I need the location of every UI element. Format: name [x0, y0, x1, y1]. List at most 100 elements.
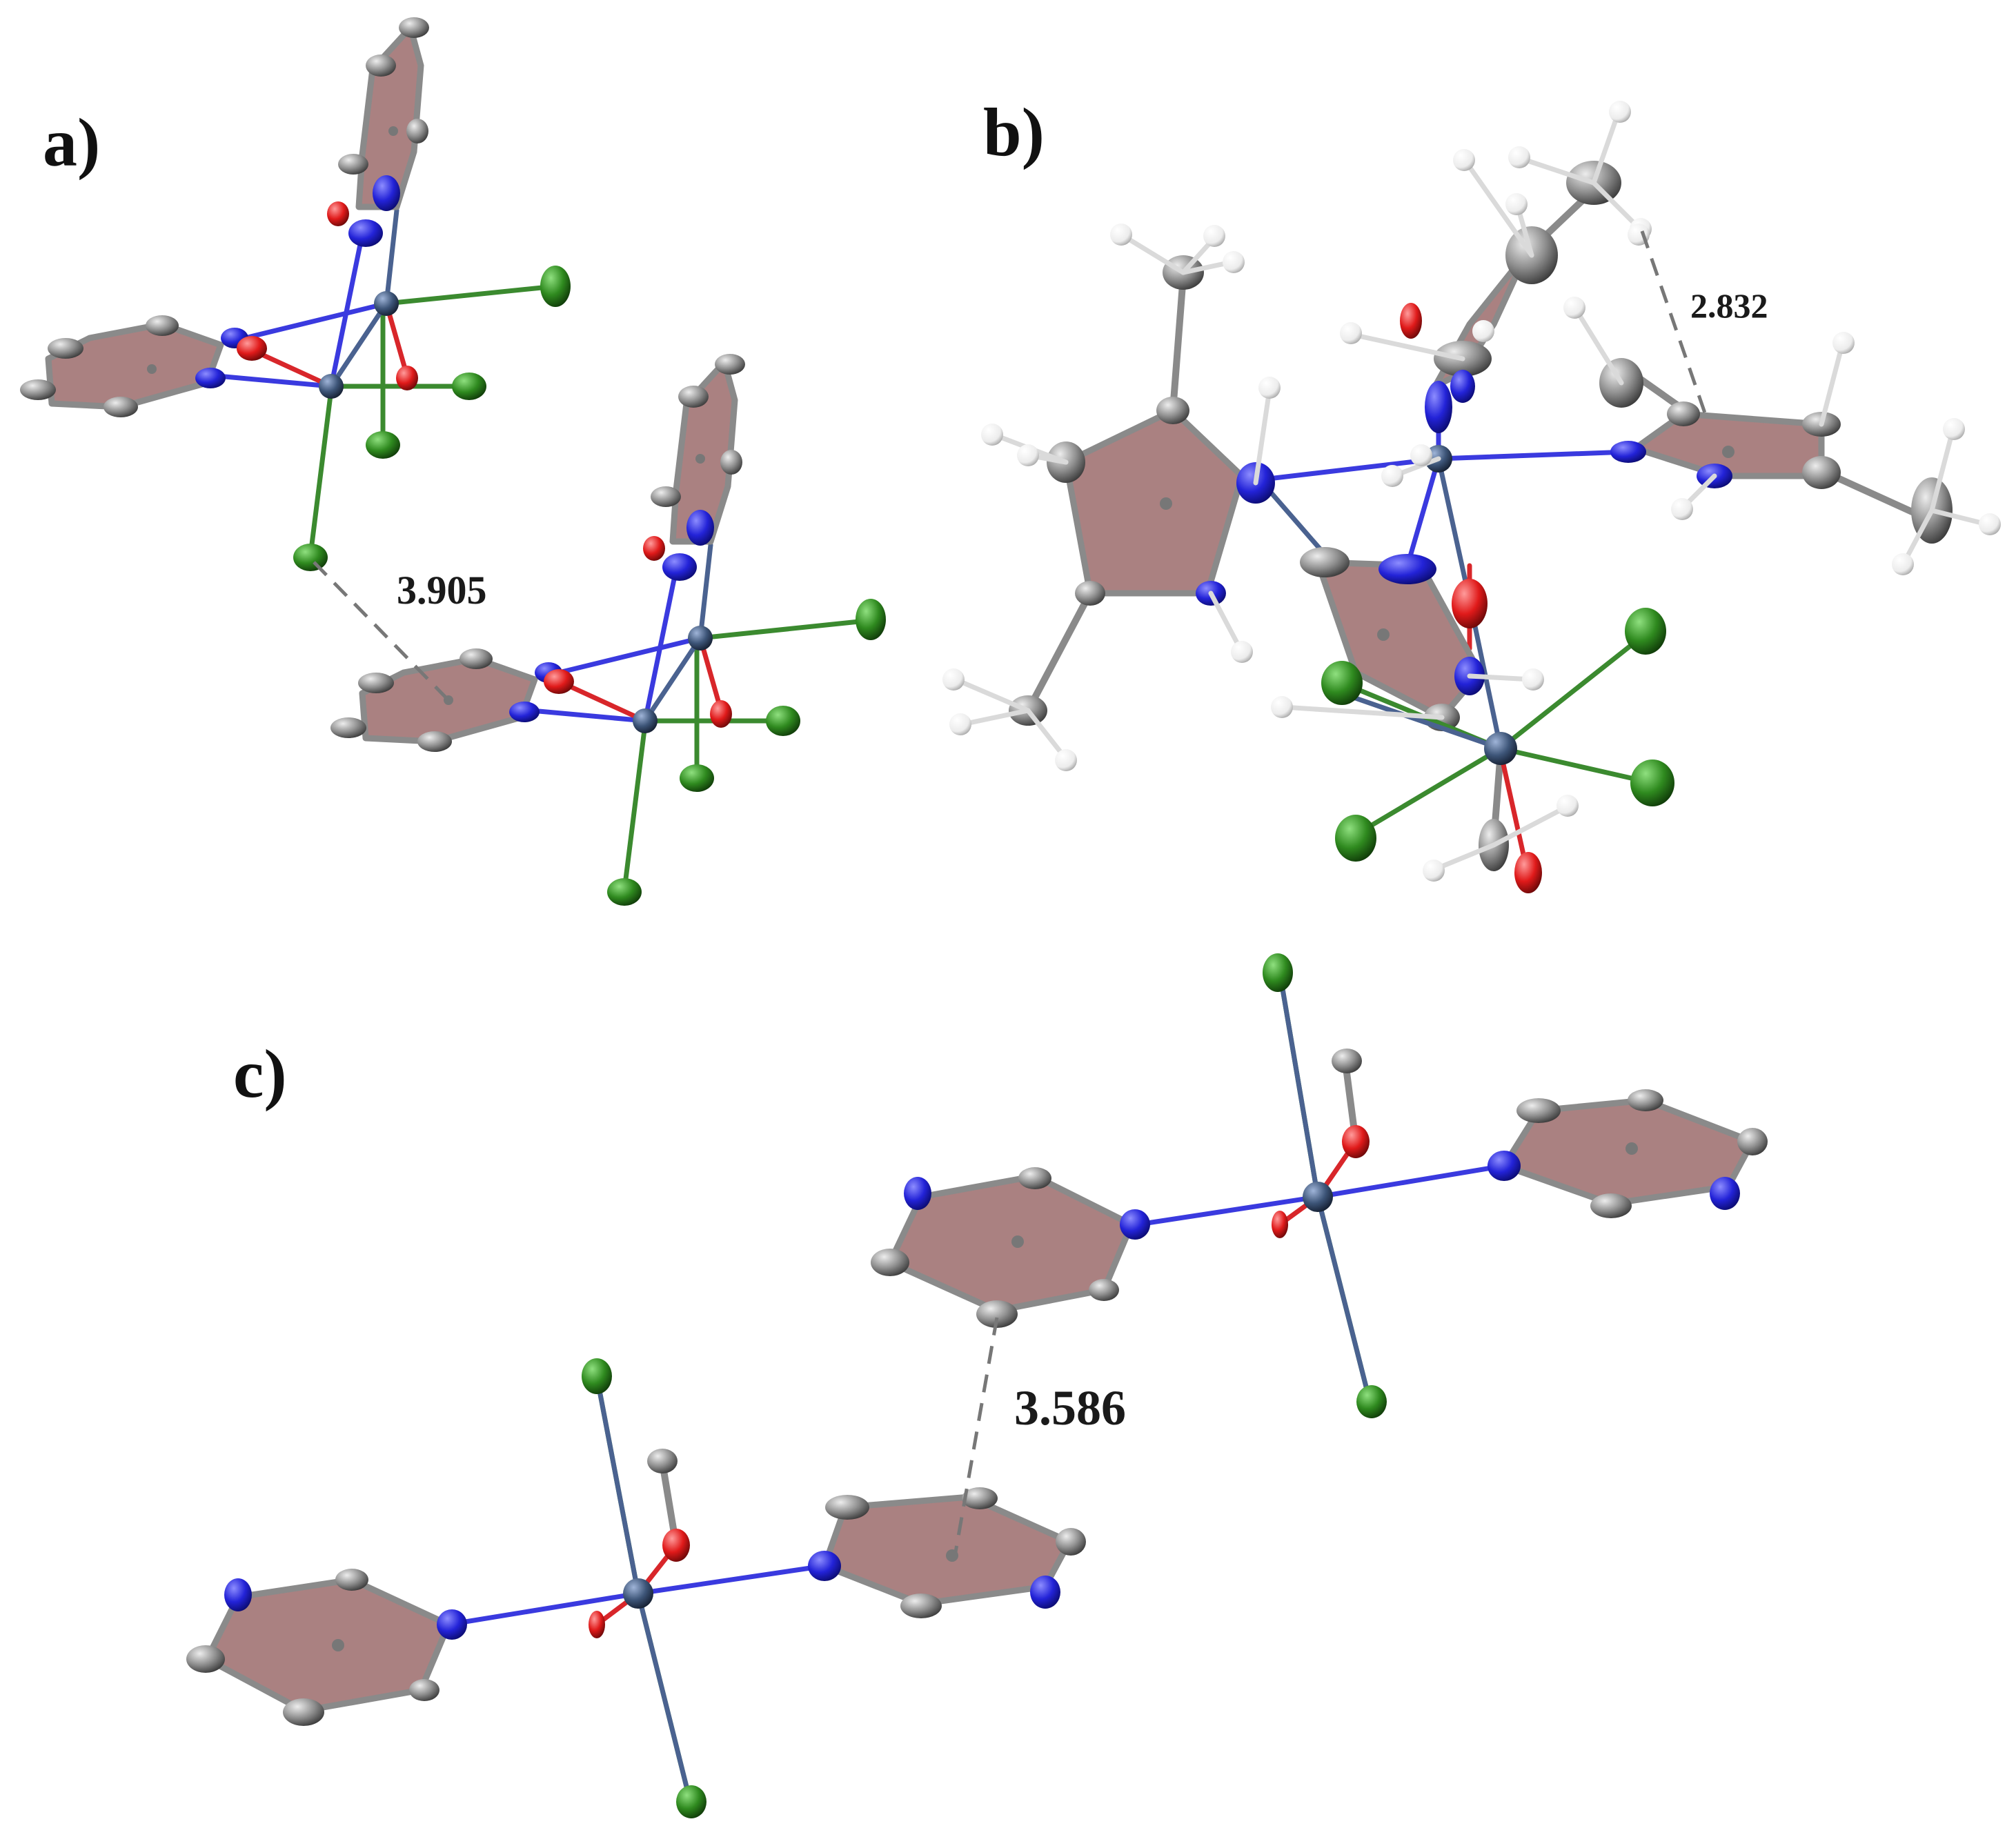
metal-atom: [688, 626, 713, 651]
hydrogen-atom: [1508, 146, 1530, 168]
carbon-atom: [1018, 1167, 1051, 1189]
nitrogen-atom: [1610, 441, 1646, 463]
nitrogen-atom: [1710, 1177, 1740, 1210]
metal-atom: [1484, 732, 1517, 765]
chlorine-atom: [452, 373, 486, 400]
panel-c-molecule-lower: [186, 1358, 1086, 1818]
oxygen-atom: [1400, 303, 1422, 339]
carbon-atom: [1156, 397, 1189, 424]
ring-centroid: [1377, 628, 1390, 641]
chlorine-atom: [680, 764, 714, 792]
metal-atom: [319, 374, 344, 399]
hydrogen-atom: [1223, 251, 1245, 273]
nitrogen-atom: [1450, 370, 1475, 403]
carbon-atom: [417, 731, 452, 752]
hydrogen-atom: [1563, 297, 1585, 319]
carbon-atom: [103, 397, 138, 417]
nitrogen-atom: [509, 702, 540, 722]
bond: [698, 635, 724, 713]
carbon-atom: [651, 486, 681, 507]
hydrogen-atom: [949, 713, 971, 735]
hydrogen-atom: [1231, 641, 1253, 663]
hydrogen-atom: [1271, 696, 1293, 718]
bond: [1118, 232, 1186, 275]
bond: [1260, 456, 1441, 482]
bond: [698, 542, 713, 641]
hydrogen-atom: [1472, 320, 1494, 342]
carbon-atom: [1332, 1049, 1362, 1073]
bond: [635, 1563, 827, 1596]
hydrogen-atom: [1979, 513, 2001, 535]
pyrazole-ring: [1063, 407, 1245, 597]
bond: [384, 208, 399, 306]
carbon-atom: [409, 1679, 439, 1701]
panel-c-distance: 3.586: [1014, 1380, 1126, 1436]
bond: [1405, 456, 1441, 568]
bond: [1819, 342, 1845, 427]
bond: [1353, 746, 1503, 837]
pyrazole-ring: [1632, 410, 1825, 479]
bond: [308, 387, 334, 558]
oxygen-atom: [662, 1529, 690, 1562]
bond: [1491, 804, 1569, 848]
carbon-atom: [459, 648, 493, 669]
carbon-atom: [1667, 401, 1700, 426]
carbon-atom: [962, 1487, 998, 1509]
carbon-atom: [1075, 581, 1105, 606]
hydrogen-atom: [1557, 795, 1579, 817]
bond: [1281, 704, 1445, 720]
bond: [1591, 111, 1621, 186]
nitrogen-atom: [1425, 381, 1452, 433]
bond: [384, 284, 558, 306]
chlorine-atom: [676, 1785, 706, 1818]
bond: [698, 618, 869, 641]
oxygen-atom: [544, 669, 574, 694]
chlorine-atom: [1335, 815, 1376, 862]
bond: [642, 566, 679, 724]
carbon-atom: [678, 386, 709, 408]
chlorine-atom: [766, 706, 800, 736]
carbon-atom: [20, 379, 56, 400]
hydrogen-atom: [1943, 418, 1965, 440]
ring-centroid: [695, 454, 705, 464]
bond: [1350, 332, 1465, 361]
bond: [1929, 508, 1990, 527]
nitrogen-atom: [348, 219, 383, 247]
nitrogen-atom: [373, 175, 400, 211]
hydrogen-atom: [1423, 860, 1445, 882]
nitrogen-atom: [1378, 554, 1436, 584]
hydrogen-atoms: [942, 101, 2001, 882]
bond: [1432, 842, 1496, 872]
hydrogen-atom: [1892, 553, 1914, 575]
bond: [384, 301, 410, 379]
pyrazole-bottom: [1300, 547, 1488, 731]
bond: [953, 677, 1031, 713]
nitrogen-atom: [224, 1578, 252, 1611]
hydrogen-atom: [1609, 101, 1631, 123]
bond: [1467, 673, 1534, 682]
hydrogen-atom: [1671, 498, 1693, 520]
chlorine-atom: [1356, 1385, 1387, 1418]
panel-b: b): [942, 94, 2001, 893]
carbon-atom: [399, 17, 429, 38]
carbon-atom: [330, 717, 366, 738]
ring-centroid: [946, 1549, 958, 1562]
bond: [960, 708, 1031, 727]
panel-c-molecule-upper: [871, 953, 1768, 1418]
bond: [1498, 746, 1655, 786]
bond: [1436, 449, 1631, 461]
bond: [1025, 708, 1069, 762]
nitrogen-atom: [686, 510, 714, 546]
chlorine-atom: [1625, 608, 1666, 655]
bond: [1436, 456, 1472, 603]
bond: [560, 680, 648, 724]
ring-centroid: [1625, 1142, 1638, 1155]
bond: [215, 373, 334, 389]
carbon-atom: [1737, 1128, 1768, 1155]
ring-centroid: [1011, 1235, 1024, 1248]
carbon-atom: [1628, 1089, 1663, 1111]
chlorine-atom: [582, 1358, 612, 1394]
hydrogen-atom: [1055, 749, 1077, 771]
